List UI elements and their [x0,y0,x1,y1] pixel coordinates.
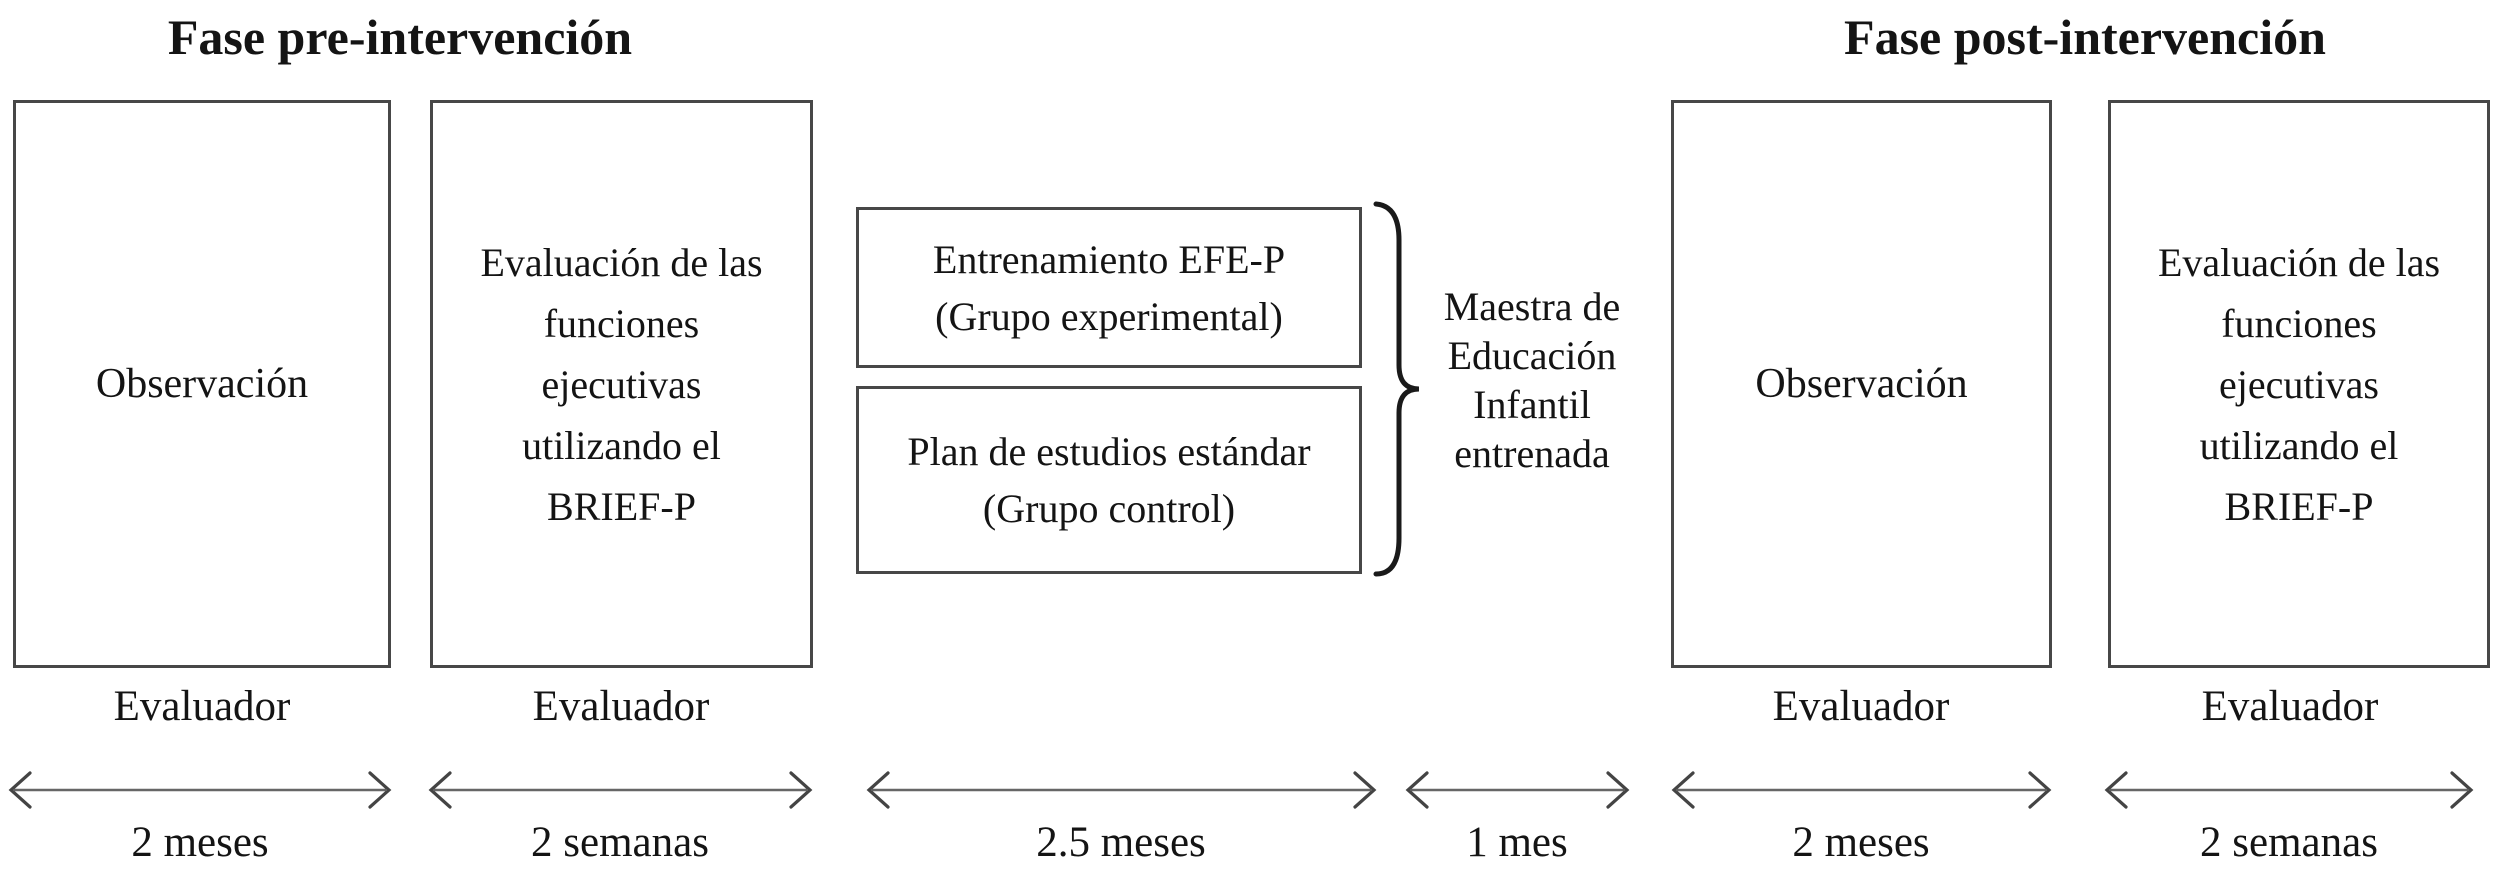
timeline-arrow-3 [866,771,1377,809]
evaluation-post-label: Evaluación de las funciones ejecutivas u… [2157,239,2441,529]
evaluator-label-4: Evaluador [2201,683,2379,730]
phase-post-title: Fase post-intervención [1844,9,2326,65]
timeline-arrow-1 [8,771,392,809]
duration-label-4: 1 mes [1466,819,1568,866]
phase-pre-title: Fase pre-intervención [167,9,633,65]
duration-label-6: 2 semanas [2200,819,2378,866]
control-group-box: Plan de estudios estándar (Grupo control… [856,386,1362,574]
observation-pre-label: Observación [95,361,309,407]
timeline-arrow-2 [428,771,813,809]
duration-label-3: 2.5 meses [1036,819,1206,866]
observation-post-label: Observación [1755,361,1968,407]
timeline-arrow-5 [1671,771,2052,809]
observation-pre-box: Observación [13,100,391,668]
evaluation-pre-label: Evaluación de las funciones ejecutivas u… [480,239,763,529]
experimental-group-label: Entrenamiento EFE-P (Grupo experimental) [932,236,1286,339]
curly-brace-icon [1373,201,1420,577]
control-group-label: Plan de estudios estándar (Grupo control… [907,429,1311,531]
teacher-label: Maestra de Educación Infantil entrenada [1443,284,1621,476]
evaluation-post-box: Evaluación de las funciones ejecutivas u… [2108,100,2490,668]
duration-label-5: 2 meses [1792,819,1930,866]
evaluator-label-1: Evaluador [113,683,291,730]
experimental-group-box: Entrenamiento EFE-P (Grupo experimental) [856,207,1362,368]
duration-label-1: 2 meses [131,819,269,866]
evaluation-pre-box: Evaluación de las funciones ejecutivas u… [430,100,813,668]
timeline-arrow-4 [1405,771,1630,809]
timeline-arrow-6 [2104,771,2474,809]
timeline-arrows-layer [8,771,2474,809]
observation-post-box: Observación [1671,100,2052,668]
duration-label-2: 2 semanas [531,819,709,866]
evaluator-label-2: Evaluador [532,683,710,730]
evaluator-label-3: Evaluador [1772,683,1950,730]
